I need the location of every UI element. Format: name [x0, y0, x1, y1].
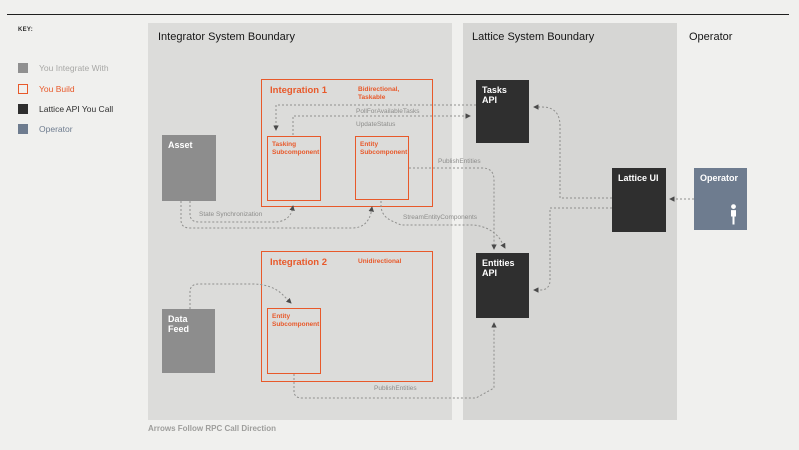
operator-node-label: Operator — [700, 173, 739, 183]
key-title: KEY: — [18, 27, 34, 33]
entity-subcomponent-node-integration1: Entity Subcomponent — [355, 136, 409, 200]
orange-outline-swatch-icon — [18, 84, 28, 94]
key-item-label: You Integrate With — [39, 63, 109, 73]
tasks-api-node: Tasks API — [476, 80, 529, 143]
key-item-lattice-api-you-call: Lattice API You Call — [18, 104, 113, 114]
key-item-operator: Operator — [18, 124, 73, 134]
operator-boundary-title: Operator — [689, 31, 733, 43]
key-item-label: Operator — [39, 124, 73, 134]
rpc-direction-note: Arrows Follow RPC Call Direction — [148, 424, 277, 433]
integration-1-title: Integration 1 — [270, 85, 328, 96]
person-icon — [731, 204, 736, 225]
integration-2-mode-label: Unidirectional — [358, 258, 402, 265]
integrator-boundary-title: Integrator System Boundary — [158, 31, 295, 43]
edge-label-update-status: UpdateStatus — [356, 121, 396, 128]
dark-swatch-icon — [18, 104, 28, 114]
integration-1-mode-label: Bidirectional, Taskable — [358, 86, 400, 102]
edge-label-stream-entity-components: StreamEntityComponents — [403, 214, 478, 221]
top-rule — [7, 14, 789, 15]
key-item-label: Lattice API You Call — [39, 104, 114, 114]
entity-subcomponent-node-integration2: Entity Subcomponent — [267, 308, 321, 374]
key-item-you-build: You Build — [18, 84, 75, 94]
tasking-subcomponent-node: Tasking Subcomponent — [267, 136, 321, 201]
entities-api-node: Entities API — [476, 253, 529, 318]
asset-node: Asset — [162, 135, 216, 201]
lattice-ui-node: Lattice UI — [612, 168, 666, 232]
key-item-label: You Build — [39, 84, 75, 94]
integration-2-title: Integration 2 — [270, 257, 328, 268]
operator-node: Operator — [694, 168, 747, 230]
edge-label-publish-entities-top: PublishEntities — [438, 158, 481, 165]
key-item-you-integrate-with: You Integrate With — [18, 63, 109, 73]
edge-label-state-synchronization: State Synchronization — [199, 211, 263, 218]
edge-label-poll-for-available-tasks: PollForAvailableTasks — [356, 108, 420, 115]
lattice-boundary-title: Lattice System Boundary — [472, 31, 595, 43]
slate-swatch-icon — [18, 124, 28, 134]
gray-swatch-icon — [18, 63, 28, 73]
data-feed-node: Data Feed — [162, 309, 215, 373]
edge-label-publish-entities-bottom: PublishEntities — [374, 385, 417, 392]
